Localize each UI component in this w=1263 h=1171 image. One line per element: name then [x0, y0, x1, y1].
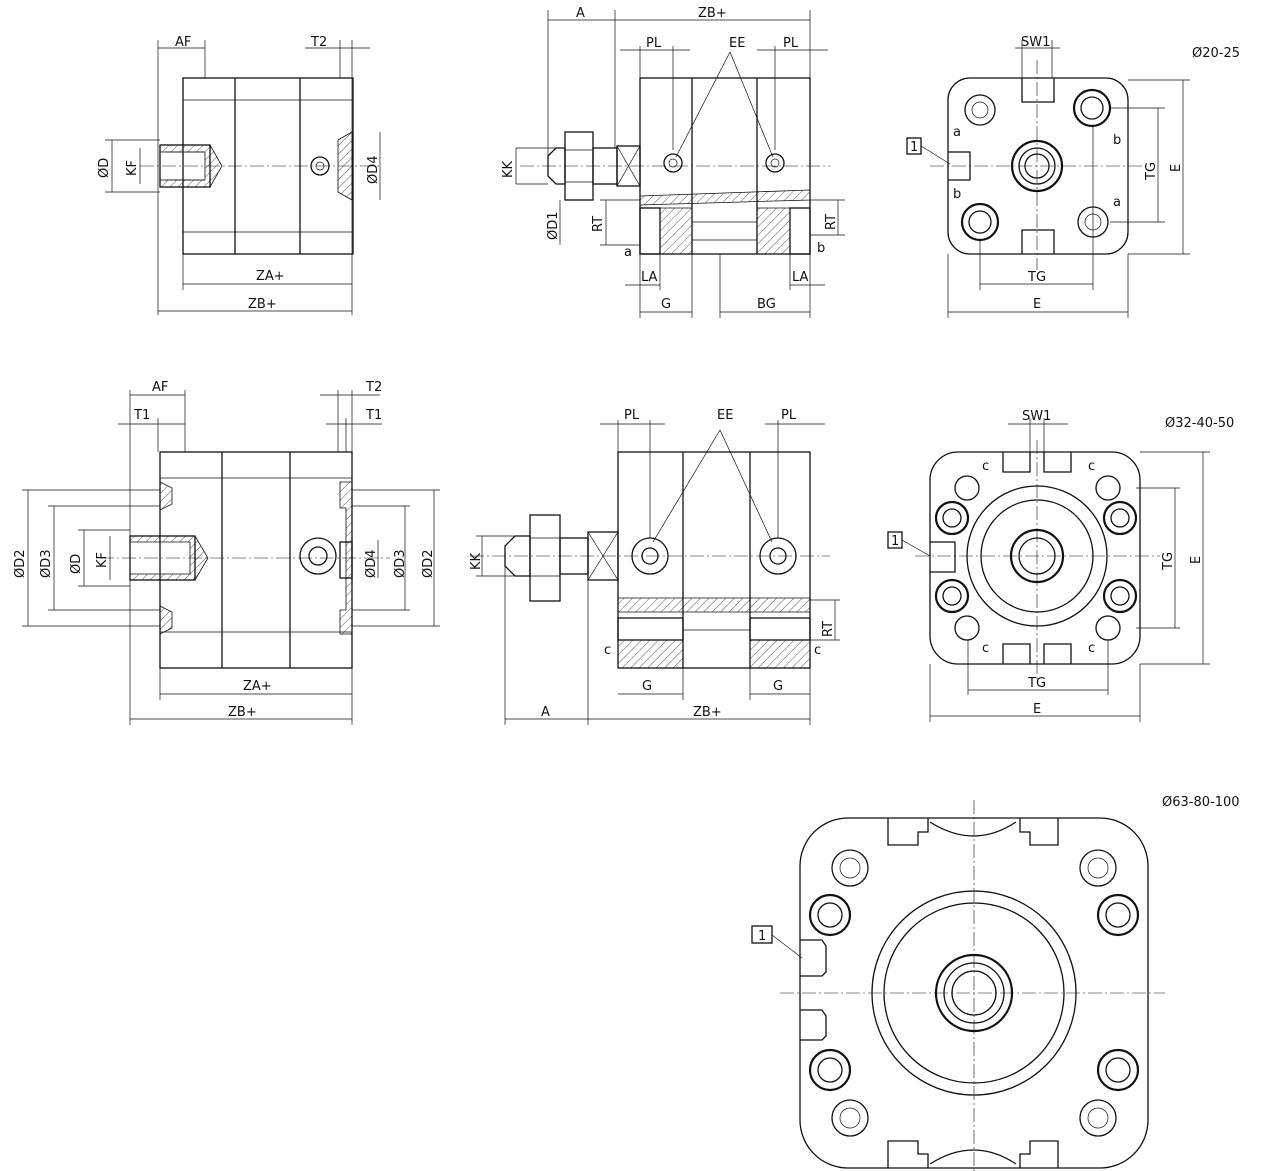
label-la-2: LA [792, 270, 809, 285]
label-a: A [576, 6, 585, 21]
label-pl-2: PL [783, 36, 799, 51]
callout-1-m: 1 [891, 534, 899, 549]
callout-1: 1 [910, 140, 918, 155]
label-e-v: E [1169, 164, 1184, 172]
label-d2-m: ØD2 [13, 549, 28, 578]
label-c-m-2: c [814, 643, 821, 658]
label-af: AF [175, 35, 191, 50]
label-g-m-2: G [773, 679, 783, 694]
label-d4-m: ØD4 [364, 549, 379, 578]
label-pl-m-2: PL [781, 408, 797, 423]
label-sw1-m: SW1 [1022, 409, 1051, 424]
label-rt: RT [591, 216, 606, 232]
label-b-end: b [1113, 133, 1121, 148]
label-t1-m-2: T1 [365, 408, 382, 423]
label-e: E [1033, 297, 1041, 312]
label-t1-m: T1 [133, 408, 150, 423]
label-c-m: c [604, 643, 611, 658]
label-pl: PL [646, 36, 662, 51]
label-zb: ZB+ [248, 297, 277, 312]
label-e-m-v: E [1189, 556, 1204, 564]
label-t2-m: T2 [365, 380, 382, 395]
label-g: G [661, 297, 671, 312]
label-d-m: ØD [69, 554, 84, 574]
label-a-end-2: a [1113, 195, 1121, 210]
label-af-m: AF [152, 380, 168, 395]
view-medium-side: AF T1 T2 T1 ZA+ ZB+ ØD2 ØD3 ØD KF ØD4 ØD… [13, 380, 440, 725]
label-d2-m-2: ØD2 [421, 549, 436, 578]
label-c-e3: c [982, 641, 989, 656]
label-d1: ØD1 [546, 211, 561, 240]
label-zb-2: ZB+ [698, 6, 727, 21]
label-variant-medium: Ø32-40-50 [1165, 416, 1234, 431]
label-za: ZA+ [256, 269, 285, 284]
label-tg-m-v: TG [1161, 552, 1176, 571]
view-medium-end: 1 SW1 Ø32-40-50 c c c c TG E TG E [887, 409, 1234, 722]
label-zb-m: ZB+ [228, 705, 257, 720]
callout-1-l: 1 [758, 929, 766, 944]
label-rt-m: RT [821, 621, 836, 637]
label-d3-m: ØD3 [39, 549, 54, 578]
label-e-m: E [1033, 702, 1041, 717]
label-tg: TG [1027, 270, 1046, 285]
label-t2: T2 [310, 35, 327, 50]
view-small-end: 1 SW1 Ø20-25 a b b a TG E TG E [906, 35, 1240, 318]
view-small-front: A ZB+ PL EE PL KK ØD1 RT RT a b LA LA G … [501, 6, 845, 318]
label-a-end: a [953, 125, 961, 140]
label-ee: EE [729, 36, 745, 51]
label-c-e4: c [1088, 641, 1095, 656]
label-a-m: A [541, 705, 550, 720]
label-d4: ØD4 [366, 155, 381, 184]
label-rt-2: RT [824, 214, 839, 230]
label-d3-m-2: ØD3 [393, 549, 408, 578]
label-bg: BG [757, 297, 776, 312]
label-tg-m: TG [1027, 676, 1046, 691]
label-a-letter: a [624, 245, 632, 260]
view-small-side: AF T2 ZA+ ZB+ ØD KF ØD4 [97, 35, 381, 315]
label-kf-m: KF [95, 552, 110, 568]
view-medium-front: PL EE PL KK RT c c G G A ZB+ [469, 408, 840, 725]
label-variant-large: Ø63-80-100 [1162, 795, 1240, 810]
view-large-end: 1 Ø63-80-100 [751, 795, 1240, 1171]
label-pl-m: PL [624, 408, 640, 423]
label-zb-m-2: ZB+ [693, 705, 722, 720]
label-za-m: ZA+ [243, 679, 272, 694]
label-b-end-2: b [953, 187, 961, 202]
label-la: LA [641, 270, 658, 285]
label-g-m: G [642, 679, 652, 694]
label-ee-m: EE [717, 408, 733, 423]
label-tg-v: TG [1144, 162, 1159, 181]
label-kk-m: KK [469, 552, 484, 570]
label-c-e2: c [1088, 459, 1095, 474]
label-kk: KK [501, 160, 516, 178]
label-variant-small: Ø20-25 [1192, 46, 1240, 61]
label-d: ØD [97, 158, 112, 178]
label-b-letter: b [817, 241, 825, 256]
label-sw1: SW1 [1021, 35, 1050, 50]
label-kf: KF [125, 160, 140, 176]
label-c-e1: c [982, 459, 989, 474]
